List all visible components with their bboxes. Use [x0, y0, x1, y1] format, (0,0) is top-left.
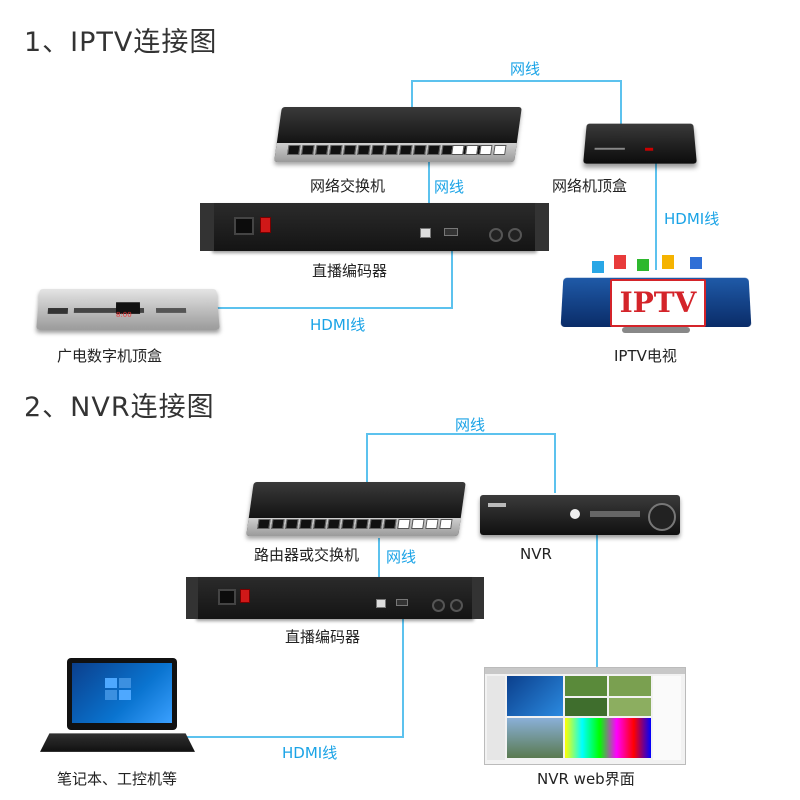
cable2-switch-encoder [378, 538, 380, 608]
cable-encoder-down [451, 240, 453, 308]
laptop-label: 笔记本、工控机等 [57, 770, 178, 788]
cable-digital-set-top-box: 8:00 [36, 289, 220, 330]
iptv-tv: IPTV [560, 255, 752, 345]
nvr-label: NVR [520, 545, 552, 563]
network-set-top-box [583, 123, 697, 164]
cable-top-horizontal [411, 80, 621, 82]
cable-switch-up [411, 80, 413, 110]
live-encoder-2 [186, 577, 484, 619]
web-label: NVR web界面 [537, 770, 635, 788]
cable-label-network-top: 网线 [510, 60, 541, 78]
cable2-hdmi-horizontal [185, 736, 404, 738]
cable-stb-down [620, 80, 622, 125]
laptop [40, 658, 195, 758]
cable-stb-tv [655, 162, 657, 270]
encoder2-label: 直播编码器 [285, 628, 361, 646]
nvr-web-interface [484, 667, 686, 765]
router-label: 路由器或交换机 [254, 546, 360, 564]
tv-label: IPTV电视 [614, 347, 677, 365]
cable2-encoder-down [402, 612, 404, 737]
cable2-label-network-mid: 网线 [386, 548, 417, 566]
catv-label: 广电数字机顶盒 [57, 347, 163, 365]
cable2-top-horizontal [366, 433, 555, 435]
cable2-switch-up [366, 433, 368, 483]
cable2-nvr-down [554, 433, 556, 493]
section2-title: 2、NVR连接图 [24, 392, 215, 423]
cable-label-hdmi-bottom: HDMI线 [310, 316, 366, 334]
cable2-label-network-top: 网线 [455, 416, 486, 434]
cable2-nvr-web [596, 535, 598, 670]
stb-label: 网络机顶盒 [552, 177, 628, 195]
nvr-device [480, 495, 680, 535]
cable-label-hdmi-right: HDMI线 [664, 210, 720, 228]
encoder-label: 直播编码器 [312, 262, 388, 280]
cable2-label-hdmi: HDMI线 [282, 744, 338, 762]
iptv-logo-text: IPTV [619, 286, 697, 319]
network-switch [274, 107, 522, 162]
switch-label: 网络交换机 [310, 177, 386, 195]
cable-hdmi-bottom [215, 307, 453, 309]
live-encoder [200, 203, 549, 251]
cable-label-network-mid: 网线 [434, 178, 465, 196]
cable-switch-encoder [428, 158, 430, 230]
router-or-switch [246, 482, 466, 536]
section1-title: 1、IPTV连接图 [24, 27, 218, 58]
